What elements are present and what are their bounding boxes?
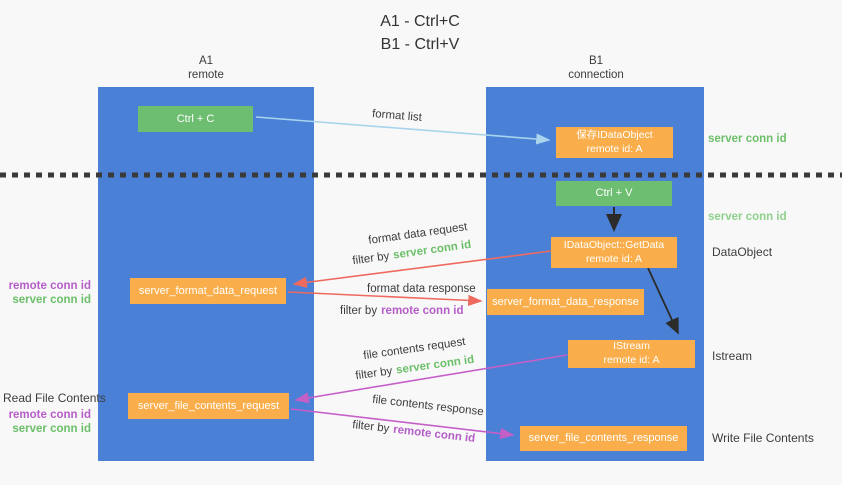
node-ctrl-c: Ctrl + C: [138, 106, 253, 132]
lane-b1-name: B1: [588, 55, 604, 67]
node-server-file-contents-request: server_file_contents_request: [128, 393, 289, 419]
node-file-response-label: server_file_contents_response: [528, 432, 679, 445]
edge-label-file-contents-response: file contents response: [371, 393, 485, 419]
node-istream: IStream remote id: A: [568, 340, 695, 368]
lane-header-a1: A1 remote: [98, 54, 314, 83]
filter-by-text: filter by: [351, 419, 390, 436]
node-save-idataobject: 保存IDataObject remote id: A: [556, 127, 673, 158]
filter-by-text: filter by: [340, 305, 378, 317]
node-save-idataobject-line1: 保存IDataObject: [576, 128, 653, 141]
node-save-idataobject-line2: remote id: A: [586, 142, 643, 155]
side-label-server-conn-id-1: server conn id: [12, 294, 91, 306]
node-server-file-contents-response: server_file_contents_response: [520, 426, 687, 451]
side-label-remote-conn-id-1: remote conn id: [8, 280, 91, 292]
filter-by-text: filter by: [354, 365, 394, 383]
lane-b1-subtitle: connection: [568, 69, 624, 82]
server-conn-id-text: server conn id: [392, 238, 472, 262]
node-file-request-label: server_file_contents_request: [137, 399, 280, 412]
side-label-write-file-contents: Write File Contents: [712, 431, 814, 445]
remote-conn-id-text: remote conn id: [392, 423, 476, 445]
title-line-2: B1 - Ctrl+V: [380, 36, 460, 54]
node-format-request-label: server_format_data_request: [138, 284, 278, 297]
node-istream-line1: IStream: [613, 340, 650, 353]
node-format-response-label: server_format_data_response: [492, 295, 639, 308]
side-label-remote-conn-id-2: remote conn id: [8, 409, 91, 421]
lane-a1-name: A1: [198, 55, 214, 67]
side-label-dataobject: DataObject: [712, 245, 773, 259]
server-conn-id-text: server conn id: [395, 353, 475, 377]
filter-by-text: filter by: [351, 250, 391, 268]
edge-label-format-data-response: format data response: [367, 283, 476, 295]
lane-a1-subtitle: remote: [188, 69, 224, 82]
side-label-server-conn-id-2: server conn id: [12, 423, 91, 435]
node-getdata-line2: remote id: A: [585, 252, 643, 265]
diagram-title: A1 - Ctrl+C B1 - Ctrl+V: [380, 10, 460, 56]
node-server-format-data-request: server_format_data_request: [130, 278, 286, 304]
node-ctrl-v-label: Ctrl + V: [595, 187, 633, 200]
edge-label-format-list: format list: [371, 108, 423, 124]
side-label-istream: Istream: [712, 349, 753, 363]
remote-conn-id-text: remote conn id: [381, 305, 464, 317]
lane-header-b1: B1 connection: [487, 54, 705, 83]
side-label-server-conn-id-top: server conn id: [708, 133, 787, 145]
node-getdata-line1: IDataObject::GetData: [563, 238, 665, 251]
node-ctrl-c-label: Ctrl + C: [176, 112, 215, 125]
node-idataobject-getdata: IDataObject::GetData remote id: A: [551, 237, 677, 268]
side-label-read-file-contents: Read File Contents: [3, 391, 106, 405]
side-label-server-conn-id-mid: server conn id: [708, 211, 787, 223]
node-istream-line2: remote id: A: [603, 354, 660, 366]
title-line-1: A1 - Ctrl+C: [380, 13, 460, 30]
node-server-format-data-response: server_format_data_response: [487, 289, 644, 315]
node-ctrl-v: Ctrl + V: [556, 181, 672, 206]
